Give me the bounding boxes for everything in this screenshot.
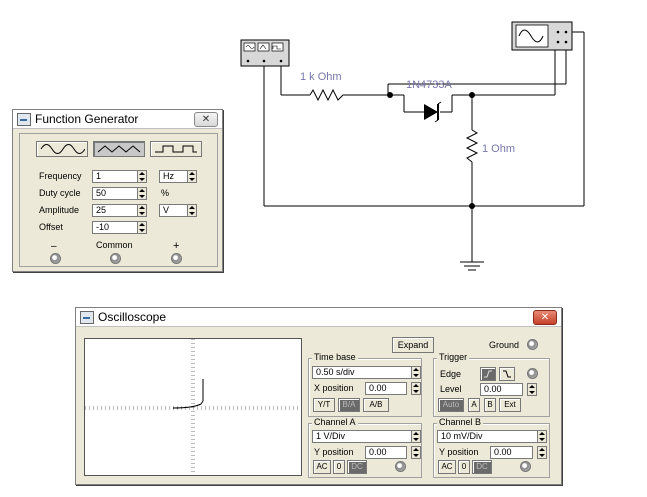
- trigger-title: Trigger: [437, 352, 470, 362]
- channel-b-y-position-input[interactable]: 0.00: [490, 446, 533, 459]
- trigger-auto-button[interactable]: Auto: [438, 398, 464, 412]
- trigger-a-button[interactable]: A: [468, 398, 480, 412]
- x-position-label: X position: [314, 383, 354, 393]
- channel-a-scale-input[interactable]: 1 V/Div: [312, 430, 412, 443]
- oscilloscope-titlebar[interactable]: Oscilloscope ✕: [76, 308, 561, 327]
- trigger-ext-button[interactable]: Ext: [499, 398, 521, 412]
- ground-label: Ground: [489, 340, 520, 350]
- window-icon: [80, 311, 94, 324]
- duty-cycle-input[interactable]: 50: [92, 187, 138, 200]
- rising-edge-button[interactable]: [480, 367, 496, 381]
- zener-label: 1N4733A: [406, 79, 453, 91]
- channel-b-ac-button[interactable]: AC: [438, 460, 456, 474]
- window-icon: [17, 113, 31, 126]
- offset-spinner[interactable]: [137, 221, 147, 234]
- channel-b-scale-input[interactable]: 10 mV/Div: [437, 430, 538, 443]
- channel-a-group: [308, 423, 422, 478]
- triangle-wave-icon: [97, 145, 141, 153]
- channel-a-y-position-label: Y position: [314, 447, 354, 457]
- frequency-spinner[interactable]: [137, 170, 147, 183]
- channel-a-ac-button[interactable]: AC: [313, 460, 331, 474]
- channel-a-scale-spinner[interactable]: [411, 430, 421, 443]
- channel-a-terminal[interactable]: [395, 461, 406, 472]
- common-terminal-label: Common: [96, 240, 133, 250]
- function-generator-titlebar[interactable]: Function Generator ✕: [13, 110, 222, 129]
- channel-b-title: Channel B: [437, 417, 484, 427]
- time-base-scale-spinner[interactable]: [411, 366, 421, 379]
- offset-label: Offset: [39, 222, 63, 232]
- time-base-scale-input[interactable]: 0.50 s/div: [312, 366, 412, 379]
- oscilloscope-window: Oscilloscope ✕ Expand Ground Time base 0…: [75, 307, 562, 485]
- channel-a-y-position-input[interactable]: 0.00: [365, 446, 407, 459]
- square-wave-button[interactable]: [150, 141, 202, 157]
- falling-edge-button[interactable]: [499, 367, 515, 381]
- amplitude-unit-select[interactable]: V: [159, 204, 189, 217]
- frequency-unit-select[interactable]: Hz: [159, 170, 189, 183]
- channel-b-y-position-label: Y position: [439, 447, 479, 457]
- duty-cycle-unit: %: [161, 188, 170, 198]
- expand-button[interactable]: Expand: [392, 337, 434, 353]
- frequency-unit-spinner[interactable]: [187, 170, 197, 183]
- falling-edge-icon: [503, 370, 511, 378]
- minus-terminal[interactable]: [50, 253, 61, 264]
- duty-cycle-spinner[interactable]: [137, 187, 147, 200]
- amplitude-label: Amplitude: [39, 205, 80, 215]
- resistor1-label: 1 k Ohm: [300, 71, 342, 83]
- rising-edge-icon: [484, 370, 492, 378]
- common-terminal[interactable]: [110, 253, 121, 264]
- channel-b-terminal[interactable]: [520, 461, 531, 472]
- minus-terminal-label: –: [51, 241, 57, 252]
- yt-mode-button[interactable]: Y/T: [313, 398, 335, 412]
- channel-a-y-position-spinner[interactable]: [411, 446, 421, 459]
- square-wave-icon: [155, 145, 197, 153]
- time-base-group: [308, 358, 422, 417]
- trigger-level-input[interactable]: 0.00: [480, 383, 523, 396]
- function-generator-window: Function Generator ✕ Frequency 1 Hz Duty…: [12, 109, 223, 272]
- window-title: Oscilloscope: [98, 310, 167, 324]
- amplitude-unit-spinner[interactable]: [187, 204, 197, 217]
- time-base-title: Time base: [312, 352, 358, 362]
- plus-terminal[interactable]: [171, 253, 182, 264]
- duty-cycle-label: Duty cycle: [39, 188, 81, 198]
- x-position-spinner[interactable]: [411, 382, 421, 395]
- channel-b-dc-button[interactable]: DC: [472, 460, 492, 474]
- trigger-b-button[interactable]: B: [484, 398, 496, 412]
- close-button[interactable]: ✕: [533, 310, 557, 325]
- function-generator-instrument-icon: [240, 39, 290, 67]
- panel: [19, 133, 218, 267]
- circuit-schematic: 1 k Ohm 1N4733A 1 Ohm: [240, 21, 585, 271]
- amplitude-spinner[interactable]: [137, 204, 147, 217]
- close-button[interactable]: ✕: [194, 112, 218, 127]
- channel-b-zero-button[interactable]: 0: [458, 460, 470, 474]
- resistor2-label: 1 Ohm: [482, 143, 515, 155]
- frequency-input[interactable]: 1: [92, 170, 138, 183]
- zener-diode-symbol: [424, 101, 442, 123]
- edge-label: Edge: [440, 369, 462, 379]
- ba-mode-button[interactable]: B/A: [338, 398, 360, 412]
- ground-terminal[interactable]: [527, 339, 538, 350]
- sine-wave-button[interactable]: [36, 141, 88, 157]
- window-title: Function Generator: [35, 112, 139, 126]
- channel-b-y-position-spinner[interactable]: [537, 446, 547, 459]
- channel-a-dc-button[interactable]: DC: [347, 460, 367, 474]
- oscilloscope-instrument-icon: [511, 21, 573, 51]
- channel-b-group: [433, 423, 550, 478]
- channel-a-zero-button[interactable]: 0: [333, 460, 345, 474]
- trigger-level-spinner[interactable]: [527, 383, 537, 396]
- scope-screen: [84, 338, 302, 476]
- frequency-label: Frequency: [39, 171, 82, 181]
- amplitude-input[interactable]: 25: [92, 204, 138, 217]
- triangle-wave-button[interactable]: [93, 141, 145, 157]
- trigger-terminal[interactable]: [527, 368, 538, 379]
- ab-mode-button[interactable]: A/B: [363, 398, 389, 412]
- plus-terminal-label: +: [173, 240, 180, 252]
- channel-b-scale-spinner[interactable]: [537, 430, 547, 443]
- sine-wave-icon: [40, 144, 85, 154]
- scope-display: [85, 339, 301, 475]
- offset-input[interactable]: -10: [92, 221, 138, 234]
- level-label: Level: [440, 384, 462, 394]
- trigger-group: [433, 358, 550, 417]
- x-position-input[interactable]: 0.00: [365, 382, 407, 395]
- channel-a-title: Channel A: [312, 417, 358, 427]
